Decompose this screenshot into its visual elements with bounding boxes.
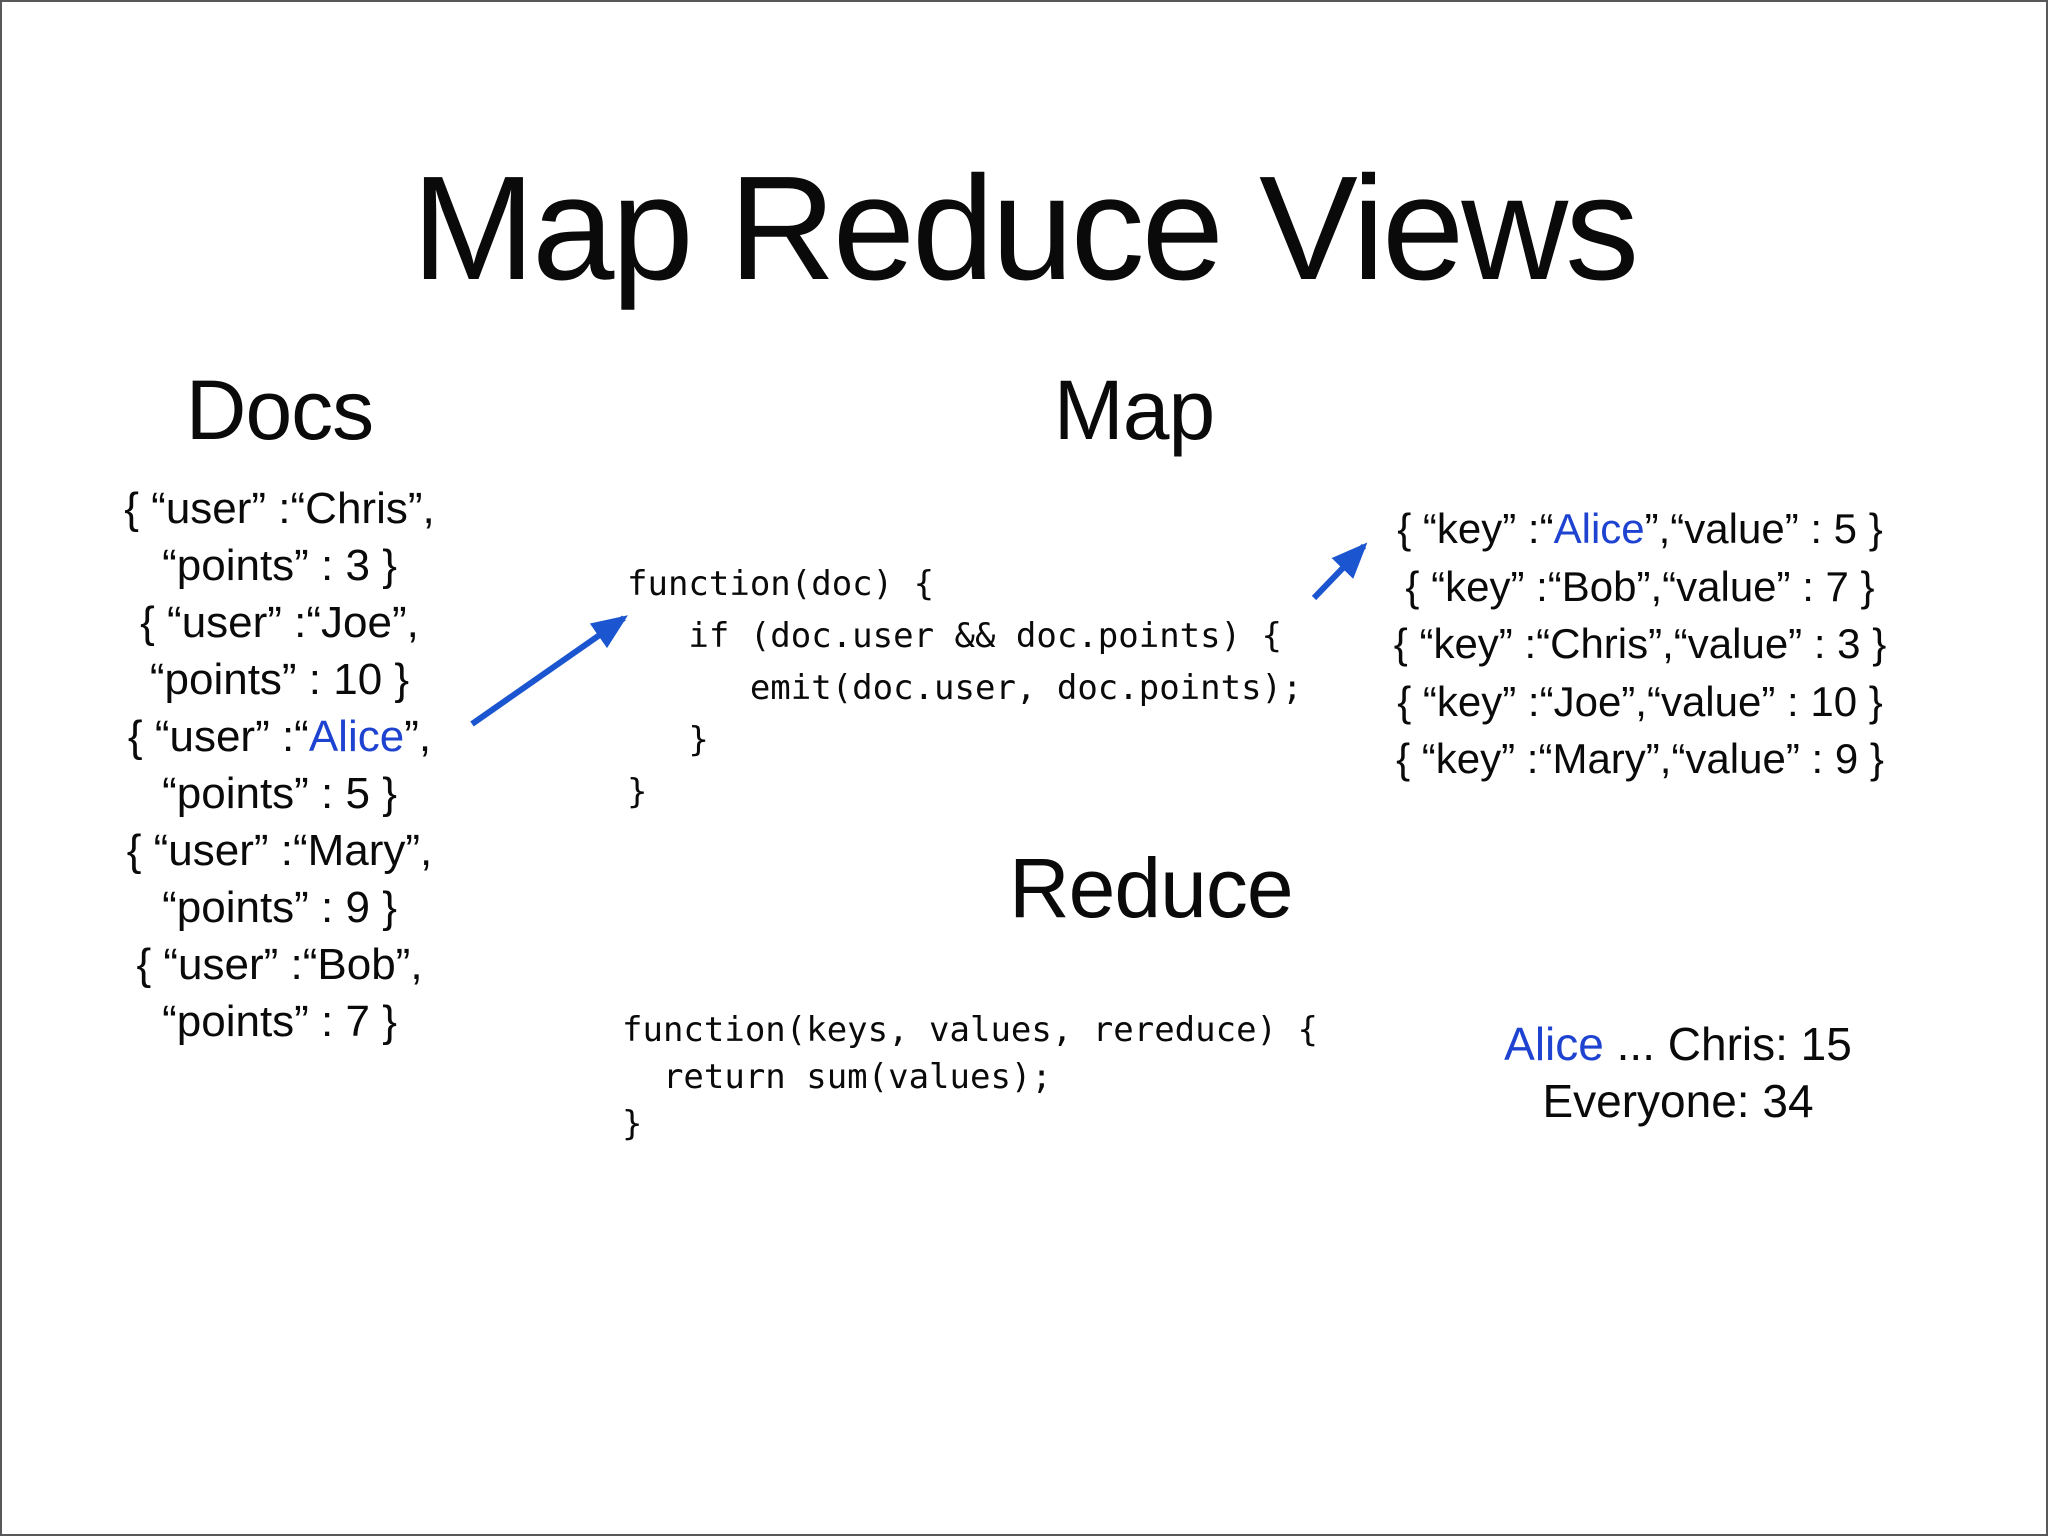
plain-text: { “user” :“Mary”, [126, 826, 433, 875]
reduce-heading: Reduce [1009, 841, 1294, 935]
plain-text: { “key” :“ [1397, 505, 1554, 552]
plain-text: “points” : 5 } [162, 769, 397, 818]
plain-text: { “key” :“Bob”,“value” : 7 } [1405, 562, 1875, 610]
plain-text: “points” : 7 } [162, 997, 397, 1046]
doc-json-line: “points” : 5 } [37, 765, 522, 822]
plain-text: { “key” :“Joe”,“value” : 10 } [1397, 677, 1883, 725]
plain-text: { “key” :“Mary”,“value” : 9 } [1396, 735, 1884, 782]
plain-text: { “user” :“Chris”, [124, 484, 435, 533]
key-value-line: { “key” :“Mary”,“value” : 9 } [1360, 730, 1920, 788]
doc-json-line: “points” : 3 } [37, 537, 522, 594]
result-line: Alice ... Chris: 15 [1478, 1016, 1878, 1073]
plain-text: { “user” :“ [127, 712, 309, 761]
docs-heading: Docs [185, 363, 374, 457]
plain-text: Everyone: 34 [1542, 1075, 1814, 1127]
doc-json-line: { “user” :“Bob”, [37, 936, 522, 993]
map-heading: Map [1053, 363, 1215, 457]
plain-text: { “key” :“Chris”,“value” : 3 } [1393, 620, 1887, 667]
plain-text: ”,“value” : 5 } [1644, 505, 1883, 552]
docs-list: { “user” :“Chris”, “points” : 3 } { “user”… [37, 480, 522, 1050]
map-to-output-arrow [1311, 542, 1368, 601]
doc-json-line: “points” : 9 } [37, 879, 522, 936]
doc-json-line: { “user” :“Mary”, [37, 822, 522, 879]
map-function-code: function(doc) { if (doc.user && doc.poin… [627, 564, 1303, 812]
doc-json-line: { “user” :“Chris”, [37, 480, 522, 537]
highlight-blue-text: Alice [1553, 505, 1645, 552]
plain-text: “points” : 9 } [162, 883, 397, 932]
plain-text: ”, [404, 712, 432, 761]
plain-text: ... Chris: 15 [1603, 1018, 1852, 1070]
map-output-list: { “key” :“Alice”,“value” : 5 }{ “key” :“… [1360, 500, 1920, 788]
plain-text: { “user” :“Joe”, [140, 598, 419, 647]
doc-json-line: { “user” :“Joe”, [37, 594, 522, 651]
plain-text: { “user” :“Bob”, [136, 940, 423, 989]
key-value-line: { “key” :“Joe”,“value” : 10 } [1360, 673, 1920, 731]
key-value-line: { “key” :“Alice”,“value” : 5 } [1360, 500, 1920, 558]
plain-text: “points” : 10 } [149, 655, 410, 704]
plain-text: “points” : 3 } [162, 541, 397, 590]
highlight-blue-text: Alice [308, 712, 405, 761]
reduce-function-code: function(keys, values, rereduce) { retur… [622, 1010, 1318, 1144]
key-value-line: { “key” :“Bob”,“value” : 7 } [1360, 558, 1920, 616]
result-line: Everyone: 34 [1478, 1073, 1878, 1130]
doc-json-line: “points” : 10 } [37, 651, 522, 708]
doc-json-line: “points” : 7 } [37, 993, 522, 1050]
doc-json-line: { “user” :“Alice”, [37, 708, 522, 765]
key-value-line: { “key” :“Chris”,“value” : 3 } [1360, 615, 1920, 673]
highlight-blue-text: Alice [1504, 1018, 1604, 1070]
slide-title: Map Reduce Views [411, 146, 1639, 311]
